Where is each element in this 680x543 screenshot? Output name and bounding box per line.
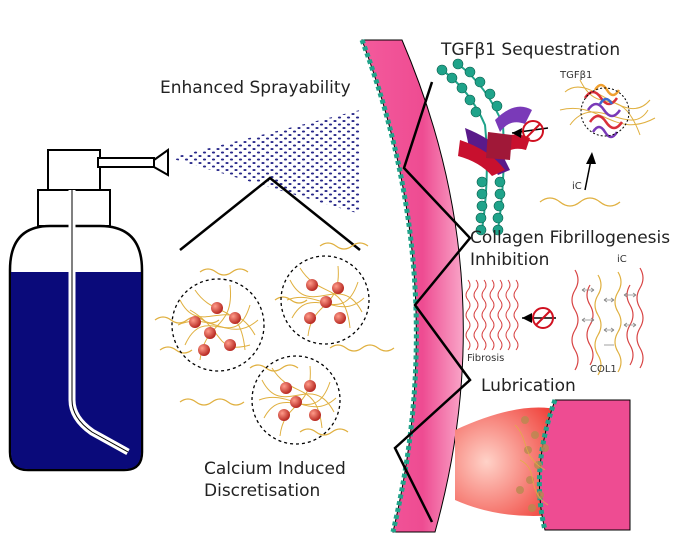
tgf-receptor (458, 106, 532, 176)
microgel-particle-2 (280, 255, 370, 345)
label-ic-mid: iC (617, 254, 627, 265)
label-col1: COL1 (590, 364, 617, 375)
label-calcium-line2: Discretisation (204, 481, 321, 501)
label-collagen-line2: Inhibition (470, 250, 550, 270)
fibrosis-fibrils (465, 279, 519, 351)
spray-mist (170, 110, 360, 214)
lubrication-scene (455, 399, 631, 531)
bottle-liquid (11, 272, 141, 469)
microgel-particle-1 (171, 278, 265, 372)
label-lubrication: Lubrication (481, 376, 576, 396)
spray-bottle (8, 148, 169, 472)
microgel-particle-3 (251, 355, 341, 445)
label-collagen-line1: Collagen Fibrillogenesis (470, 228, 671, 248)
label-calcium-line1: Calcium Induced (204, 459, 346, 479)
callout-zigzag (393, 81, 472, 523)
col1-strands (571, 267, 644, 376)
label-enhanced-sprayability: Enhanced Sprayability (160, 78, 351, 98)
tissue-band (359, 39, 464, 533)
label-tgf-small: TGFβ1 (560, 70, 593, 81)
inhibition-symbol-1 (511, 120, 549, 142)
label-fibrosis: Fibrosis (467, 353, 505, 364)
cell-membrane (436, 58, 506, 236)
label-tgf-sequestration: TGFβ1 Sequestration (441, 40, 621, 60)
zoom-lines-spray (179, 176, 361, 251)
label-ic-top: iC (572, 181, 582, 192)
tgf-ic-complex (559, 79, 656, 139)
inhibition-symbol-2 (522, 307, 556, 329)
interaction-arrows (581, 287, 637, 346)
